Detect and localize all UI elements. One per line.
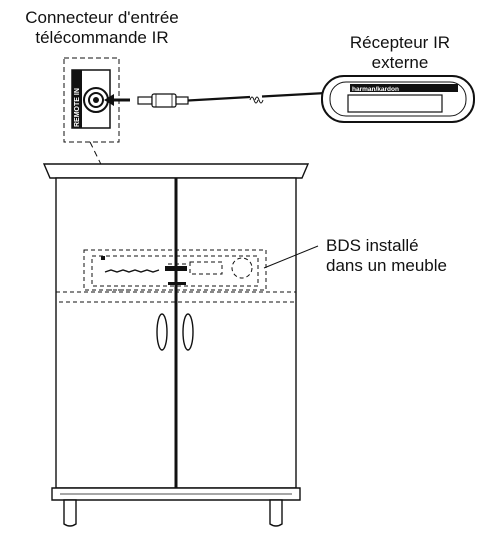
connector-label: Connecteur d'entrée télécommande IR bbox=[25, 8, 179, 47]
left-handle bbox=[156, 313, 168, 351]
cabinet bbox=[42, 163, 310, 527]
ir-receiver: harman/kardon bbox=[321, 75, 475, 123]
jack-label: REMOTE IN bbox=[74, 88, 81, 127]
bds-label: BDS installé dans un meuble bbox=[326, 236, 447, 275]
receiver-label: Récepteur IR externe bbox=[349, 33, 451, 72]
bds-front-details bbox=[101, 256, 187, 291]
left-wheel bbox=[63, 499, 77, 527]
right-handle bbox=[182, 313, 194, 351]
bds-leader bbox=[263, 245, 319, 269]
mini-jack-plug bbox=[137, 93, 189, 108]
remote-in-panel: REMOTE IN bbox=[63, 57, 120, 143]
receiver-brand: harman/kardon bbox=[352, 86, 399, 93]
insert-arrow bbox=[104, 94, 130, 106]
right-wheel bbox=[269, 499, 283, 527]
ir-cable bbox=[187, 91, 327, 104]
bds-hidden bbox=[55, 249, 297, 303]
